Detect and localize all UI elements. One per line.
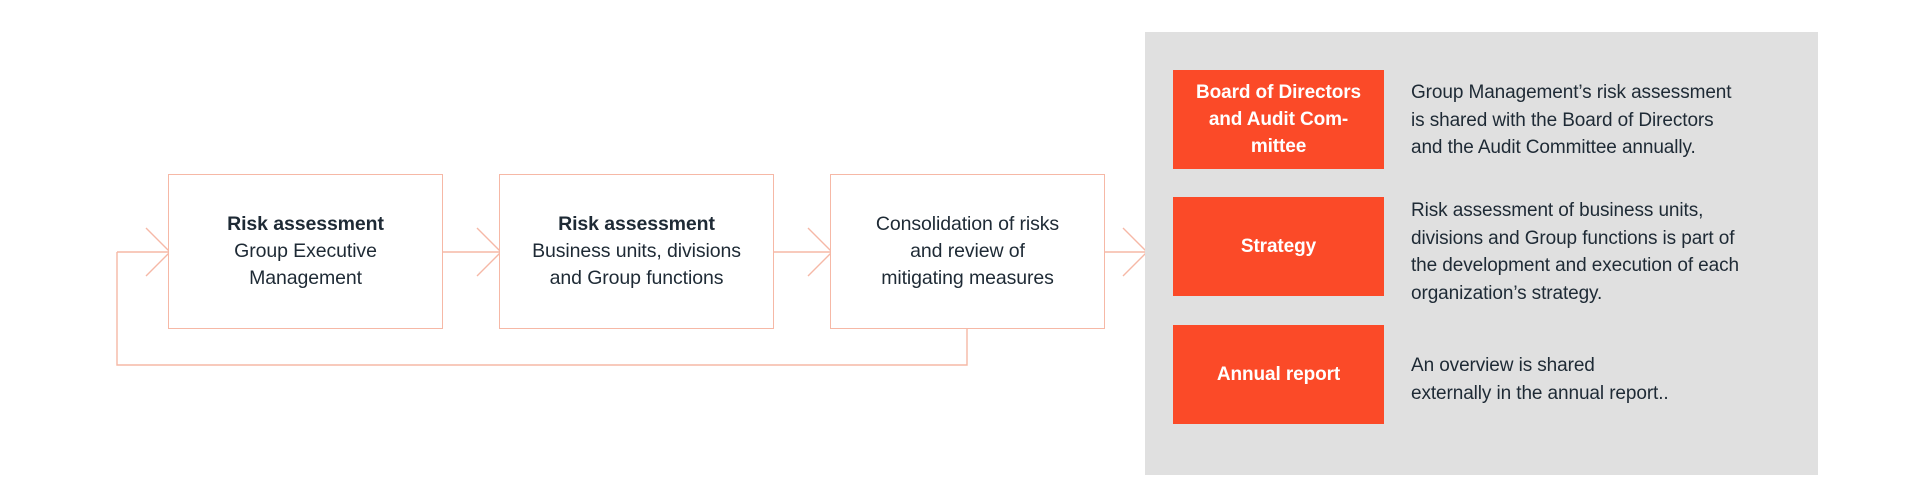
- process-box-risk-assessment-business-units[interactable]: Risk assessment Business units, division…: [499, 174, 774, 329]
- process-box-line-2: and review of: [910, 240, 1025, 262]
- process-box-consolidation-of-risks[interactable]: Consolidation of risks and review of mit…: [830, 174, 1105, 329]
- process-box-risk-assessment-group-executive-management[interactable]: Risk assessment Group Executive Manageme…: [168, 174, 443, 329]
- process-box-line-2: Management: [249, 267, 362, 289]
- process-box-line-1: Group Executive: [234, 240, 377, 262]
- arrow-into-box-1: [117, 227, 171, 277]
- arrow-box1-to-box2: [443, 227, 502, 277]
- output-tag-board-of-directors-and-audit-committee[interactable]: Board of Directors and Audit Com-mittee: [1173, 70, 1384, 169]
- process-box-line-2: and Group functions: [549, 267, 724, 289]
- process-box-line-1: Consolidation of risks: [875, 213, 1060, 235]
- output-description: An overview is shared externally in the …: [1411, 355, 1669, 404]
- process-box-line-3: mitigating measures: [881, 267, 1054, 289]
- process-box-title: Risk assessment: [227, 213, 384, 235]
- output-tag-strategy[interactable]: Strategy: [1173, 197, 1384, 296]
- arrow-box3-to-outputs: [1105, 227, 1148, 277]
- output-row: Board of Directors and Audit Com-mittee …: [1173, 70, 1793, 169]
- arrow-box2-to-box3: [774, 227, 833, 277]
- output-row: Strategy Risk assessment of business uni…: [1173, 197, 1793, 307]
- output-description: Group Management’s risk assessment is sh…: [1411, 82, 1732, 158]
- output-tag-annual-report[interactable]: Annual report: [1173, 325, 1384, 424]
- process-box-line-1: Business units, divisions: [532, 240, 741, 262]
- output-description: Risk assessment of business units, divis…: [1411, 200, 1739, 304]
- process-box-title: Risk assessment: [558, 213, 715, 235]
- output-row: Annual report An overview is shared exte…: [1173, 325, 1793, 424]
